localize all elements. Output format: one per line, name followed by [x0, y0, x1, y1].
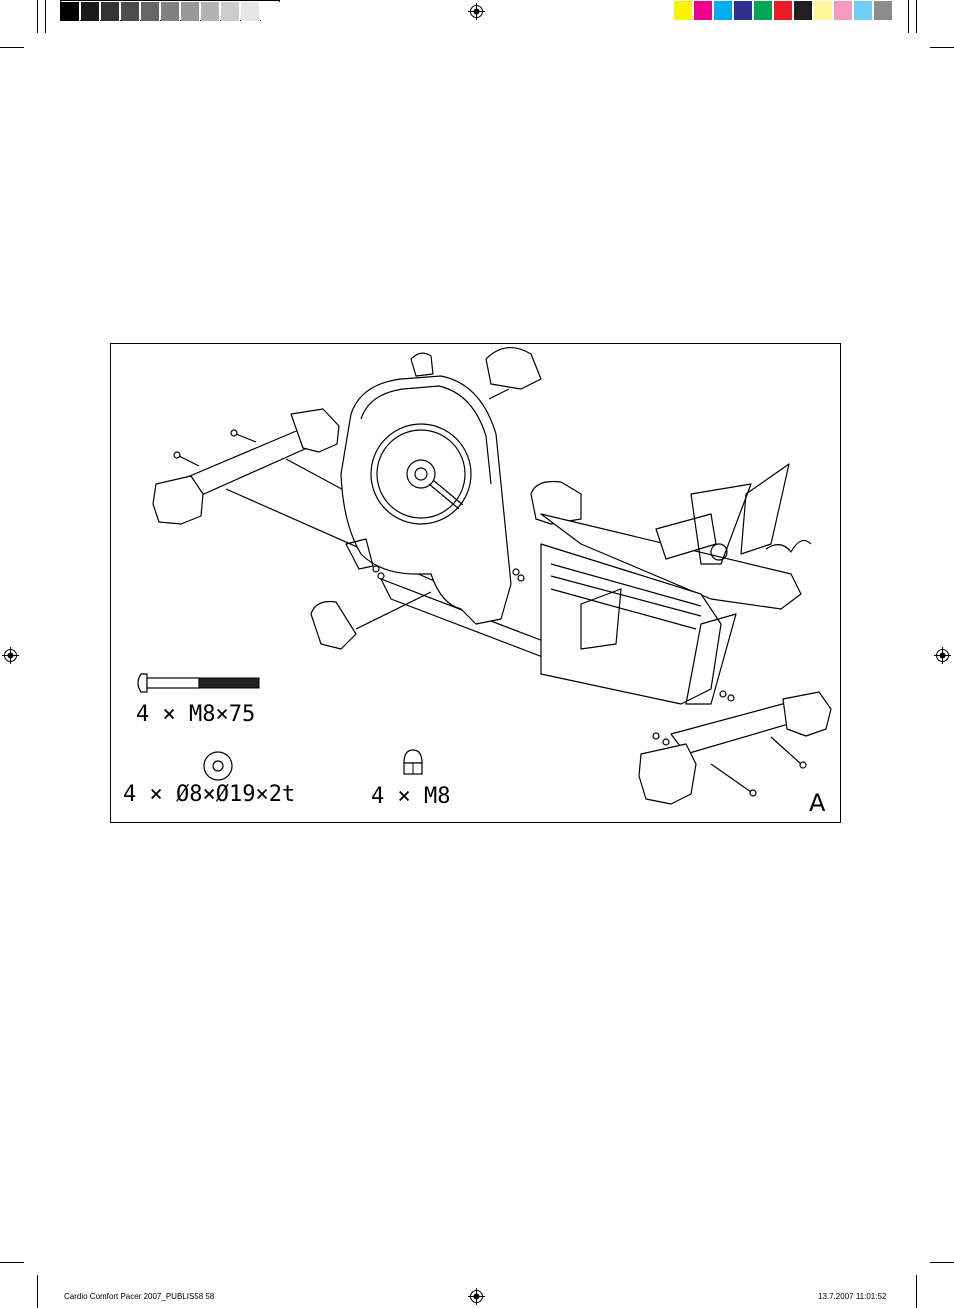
grayscale-swatch — [161, 2, 180, 21]
registration-mark-right-icon — [934, 647, 951, 664]
color-swatch — [814, 1, 833, 20]
crop-mark-bottom-right-h — [930, 1262, 954, 1263]
grayscale-swatch — [181, 2, 200, 21]
crop-mark-top-left-h — [0, 47, 24, 48]
carriage-bolt-icon — [137, 673, 260, 693]
registration-mark-bottom-icon — [468, 1288, 485, 1305]
crop-mark-bottom-left-h — [0, 1262, 24, 1263]
grayscale-calibration-bar — [60, 0, 280, 21]
assembly-figure: 4 × M8×75 4 × Ø8×Ø19×2t 4 × M8 A — [110, 343, 841, 823]
washer-icon — [203, 751, 233, 781]
step-letter: A — [809, 789, 826, 817]
color-swatch — [674, 1, 693, 20]
crop-mark-bottom-left-v — [37, 1275, 38, 1308]
color-swatch — [774, 1, 793, 20]
footer-timestamp: 13.7.2007 11:01:52 — [818, 1292, 887, 1301]
registration-mark-top-icon — [468, 3, 485, 20]
grayscale-swatch — [221, 2, 240, 21]
color-swatch — [714, 1, 733, 20]
bolt-quantity-label: 4 × M8×75 — [136, 702, 256, 727]
grayscale-swatch — [141, 2, 160, 21]
crop-mark-top-right-v — [916, 0, 917, 33]
registration-mark-left-icon — [2, 647, 19, 664]
crop-mark-top-left-v2 — [45, 0, 46, 33]
grayscale-swatch — [81, 2, 100, 21]
color-calibration-bar — [674, 0, 895, 21]
exercise-bike-exploded-drawing — [152, 347, 832, 805]
crop-mark-top-right-h — [930, 47, 954, 48]
crop-mark-top-right-v2 — [908, 0, 909, 33]
color-swatch — [834, 1, 853, 20]
grayscale-swatch — [241, 2, 260, 21]
grayscale-swatch — [61, 2, 80, 21]
color-swatch — [754, 1, 773, 20]
color-swatch — [874, 1, 893, 20]
color-swatch — [854, 1, 873, 20]
crop-mark-top-left-v — [37, 0, 38, 33]
grayscale-swatch — [261, 2, 280, 21]
grayscale-swatch — [121, 2, 140, 21]
color-swatch — [734, 1, 753, 20]
footer-file-info: Cardio Comfort Pacer 2007_PUBLIS58 58 — [64, 1292, 215, 1301]
color-swatch — [794, 1, 813, 20]
cap-nut-icon — [403, 749, 423, 775]
washer-quantity-label: 4 × Ø8×Ø19×2t — [123, 782, 296, 807]
nut-quantity-label: 4 × M8 — [371, 784, 451, 809]
color-swatch — [694, 1, 713, 20]
crop-mark-bottom-right-v — [916, 1275, 917, 1308]
grayscale-swatch — [101, 2, 120, 21]
grayscale-swatch — [201, 2, 220, 21]
